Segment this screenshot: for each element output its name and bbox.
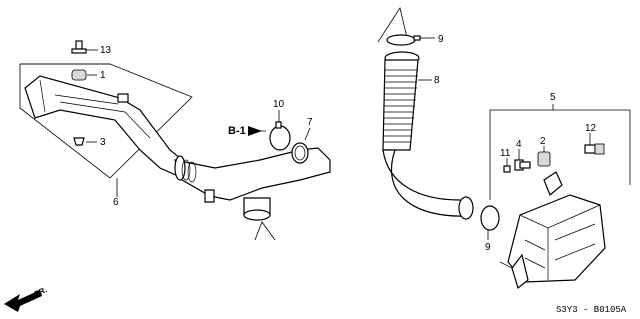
- ref-b1-arrow: [248, 126, 266, 136]
- callout-3: 3: [100, 137, 106, 148]
- clamp-10: [269, 110, 291, 151]
- callout-12: 12: [585, 123, 597, 134]
- front-label: FR.: [33, 285, 48, 299]
- callout-5: 5: [550, 92, 556, 103]
- clamp-9-top: [386, 34, 435, 46]
- callout-7: 7: [307, 117, 313, 128]
- diagram-code: S3Y3 - B0105A: [556, 305, 627, 315]
- bolt-12: [584, 133, 605, 155]
- callout-8: 8: [434, 75, 440, 86]
- snorkel-bracket-top: [377, 6, 409, 43]
- callout-9-top: 9: [438, 34, 444, 45]
- bolt-4: [514, 149, 531, 171]
- collar-2: [537, 146, 551, 167]
- clamp-9-lower: [480, 205, 500, 240]
- resonator-bracket: [489, 104, 631, 200]
- callout-1: 1: [100, 70, 106, 81]
- callout-13: 13: [100, 45, 112, 56]
- front-direction-arrow: [4, 290, 42, 312]
- clip-3: [73, 137, 97, 146]
- nut-11: [503, 158, 511, 173]
- ref-b1-label: B-1: [228, 125, 246, 137]
- bolt-13: [71, 40, 98, 54]
- intake-pipe-7: [174, 127, 331, 241]
- resonator-chamber: [499, 171, 606, 290]
- corrugations: [383, 69, 418, 143]
- flex-duct-8: [382, 51, 474, 220]
- callout-11: 11: [500, 148, 511, 159]
- callout-9-lower: 9: [485, 242, 491, 253]
- grommet-1: [71, 69, 97, 81]
- callout-6: 6: [113, 197, 119, 208]
- callout-10: 10: [273, 99, 285, 110]
- callout-2: 2: [540, 136, 546, 147]
- callout-4: 4: [516, 139, 522, 150]
